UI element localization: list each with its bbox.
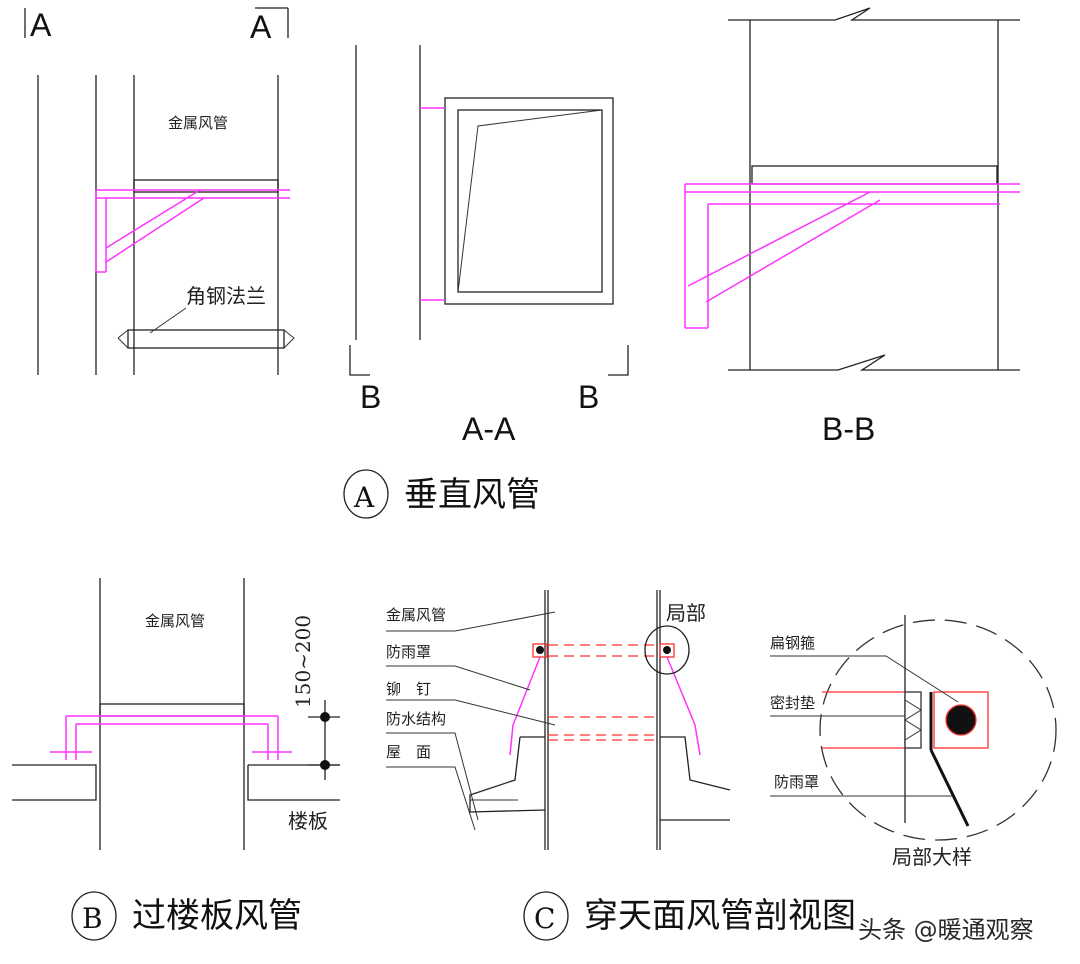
caption-roof-duct: 穿天面风管剖视图 <box>584 896 856 936</box>
floor-label: 楼板 <box>288 809 328 833</box>
section-aa: B B A-A <box>349 45 629 447</box>
duct-label: 金属风管 <box>168 114 228 132</box>
local-label: 局部 <box>666 601 706 625</box>
duct-label-b: 金属风管 <box>145 612 205 630</box>
caption-floor-duct: 过楼板风管 <box>132 896 302 936</box>
caption-a: A 垂直风管 <box>343 469 540 519</box>
local-detail: 扁钢箍 密封垫 防雨罩 局部大样 <box>770 615 1057 869</box>
roof-pass-duct-section: 局部 金属风管 防雨罩 铆 钉 防水结构 屋 面 <box>386 590 731 850</box>
svg-text:屋 面: 屋 面 <box>386 743 431 761</box>
dimension-label: 150~200 <box>291 615 315 708</box>
callout-labels: 金属风管 防雨罩 铆 钉 防水结构 屋 面 <box>386 606 556 831</box>
detail-label-gasket: 密封垫 <box>770 694 815 712</box>
detail-title: 局部大样 <box>892 845 972 869</box>
detail-label-rain-cover: 防雨罩 <box>774 773 819 791</box>
section-mark-b-right: B <box>578 379 599 415</box>
section-mark-a-right: A <box>250 9 272 45</box>
svg-text:A: A <box>353 481 375 514</box>
watermark: 头条 @暖通观察 <box>858 916 1034 944</box>
svg-text:C: C <box>534 902 555 935</box>
floor-pass-duct: 金属风管 150~200 楼板 <box>12 578 340 850</box>
caption-b: B 过楼板风管 <box>71 891 302 941</box>
svg-text:防雨罩: 防雨罩 <box>386 643 431 661</box>
vertical-duct-elevation: A A 金属风管 角钢法兰 <box>24 7 295 375</box>
flange-label: 角钢法兰 <box>186 284 266 308</box>
section-bb: B-B <box>684 7 1020 447</box>
svg-text:金属风管: 金属风管 <box>386 606 446 624</box>
section-mark-a-left: A <box>30 7 52 43</box>
svg-text:铆 钉: 铆 钉 <box>386 680 431 698</box>
section-mark-b-left: B <box>360 379 381 415</box>
svg-text:防水结构: 防水结构 <box>386 710 446 728</box>
svg-text:B: B <box>82 902 103 935</box>
detail-label-flat-steel-hoop: 扁钢箍 <box>770 634 815 652</box>
caption-vertical-duct: 垂直风管 <box>404 475 540 515</box>
view-bb-label: B-B <box>822 411 875 447</box>
view-aa-label: A-A <box>462 411 516 447</box>
caption-c: C 穿天面风管剖视图 <box>523 891 856 941</box>
